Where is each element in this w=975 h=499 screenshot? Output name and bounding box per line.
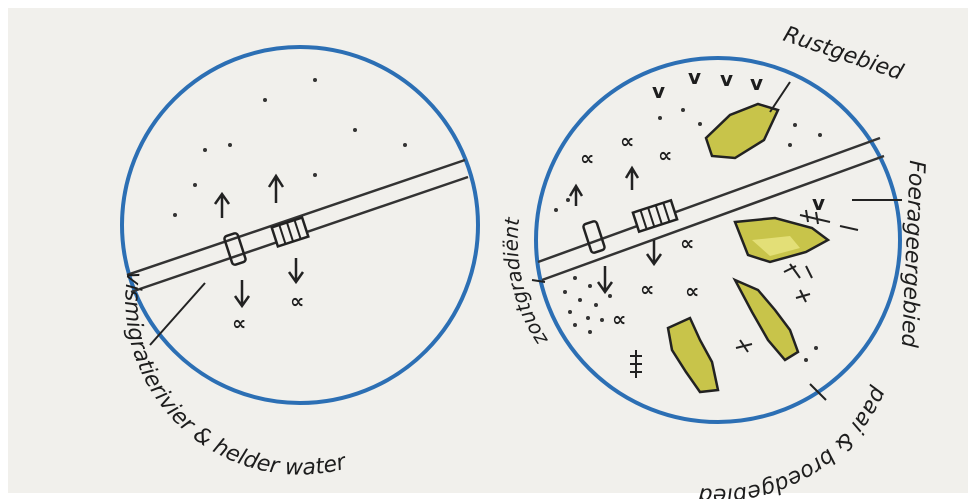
fish-icon: ∝ bbox=[640, 277, 654, 301]
bird-icon: v bbox=[688, 65, 701, 89]
fish-icon: ∝ bbox=[685, 279, 699, 303]
fish-icon: ∝ bbox=[580, 146, 594, 170]
fish-icon: ∝ bbox=[232, 311, 246, 335]
bird-icon: v bbox=[750, 71, 763, 95]
fish-icon: ∝ bbox=[612, 307, 626, 331]
fish-icon: ∝ bbox=[658, 143, 672, 167]
bird-icon: v bbox=[720, 67, 733, 91]
bird-icon: v bbox=[812, 191, 825, 215]
paper-background bbox=[8, 8, 968, 493]
fish-icon: ∝ bbox=[680, 231, 694, 255]
fish-icon: ∝ bbox=[620, 129, 634, 153]
bird-icon: v bbox=[652, 79, 665, 103]
fish-icon: ∝ bbox=[290, 289, 304, 313]
